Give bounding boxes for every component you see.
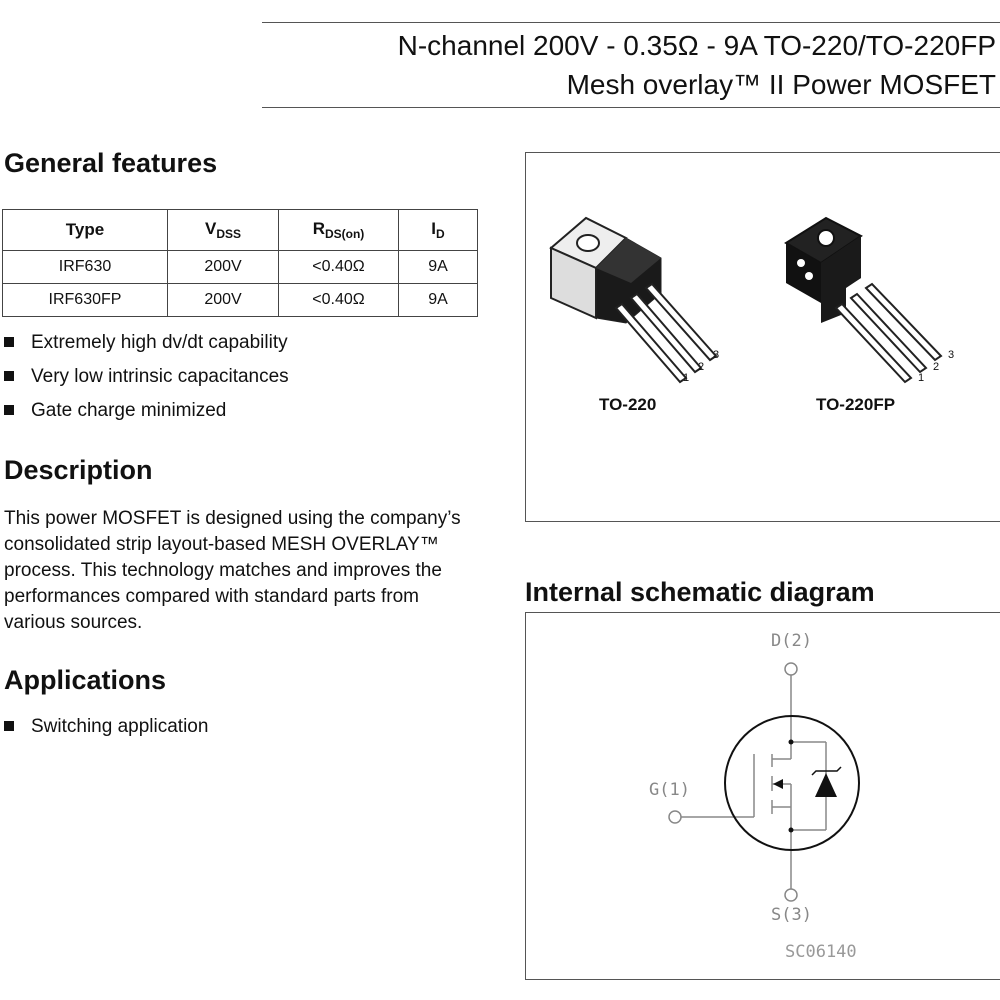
pin-1-label: 1 [683,372,690,384]
cell: IRF630FP [2,283,168,317]
pin-1-label: 1 [918,372,925,384]
schematic-box: D(2) G(1) S(3) SC06140 [525,612,1000,980]
general-features-heading: General features [4,148,218,178]
cell: IRF630 [2,250,168,284]
feature-bullet: Gate charge minimized [4,400,226,422]
to220fp-label: TO-220FP [816,395,896,414]
cell: 9A [398,283,478,317]
feature-bullet: Very low intrinsic capacitances [4,366,289,388]
mosfet-schematic-icon [668,662,860,902]
description-text: This power MOSFET is designed using the … [4,508,461,633]
header-rule-bottom [262,107,1000,108]
header-sub: DS(on) [324,227,365,241]
gate-label: G(1) [649,780,690,800]
title-line-2: Mesh overlay™ II Power MOSFET [566,69,996,100]
header-text: V [204,219,217,238]
source-label: S(3) [771,905,812,925]
bullet-text: Very low intrinsic capacitances [31,366,289,387]
bullet-text: Extremely high dv/dt capability [31,332,288,353]
header-sub: DSS [216,227,242,241]
schematic-heading: Internal schematic diagram [525,577,875,607]
feature-bullet: Extremely high dv/dt capability [4,332,288,354]
header-rdson: RDS(on) [278,209,399,251]
description-heading: Description [4,455,153,485]
title-line-1: N-channel 200V - 0.35Ω - 9A TO-220/TO-22… [397,30,996,61]
bullet-square-icon [4,371,14,381]
pin-3-label: 3 [713,349,720,361]
bullet-square-icon [4,405,14,415]
cell: <0.40Ω [278,250,399,284]
drain-label: D(2) [771,631,812,651]
features-table: Type VDSS RDS(on) ID IRF630 200V <0.40Ω … [2,209,478,317]
pin-3-label: 3 [948,349,955,361]
bullet-text: Gate charge minimized [31,400,227,421]
bullet-square-icon [4,721,14,731]
header-text: R [312,219,325,238]
header-rule-top [262,22,1000,23]
header-vdss: VDSS [167,209,279,251]
header-sub: D [436,227,445,241]
packages-box: 1 2 3 TO-220 1 2 3 TO-220FP [525,152,1000,522]
cell: 200V [167,250,279,284]
header-type: Type [2,209,168,251]
header-id: ID [398,209,478,251]
application-bullet: Switching application [4,716,208,738]
schematic-code: SC06140 [785,942,857,962]
to220-label: TO-220 [599,395,657,414]
table-row: IRF630FP 200V <0.40Ω 9A [2,283,478,317]
cell: 9A [398,250,478,284]
cell: <0.40Ω [278,283,399,317]
to220fp-package-icon [784,216,943,384]
header-text: I [431,219,437,238]
pin-2-label: 2 [933,361,940,373]
applications-heading: Applications [4,665,167,695]
bullet-square-icon [4,337,14,347]
to220-package-icon [549,216,718,384]
pin-2-label: 2 [698,361,705,373]
cell: 200V [167,283,279,317]
header-text: Type [65,220,105,239]
bullet-text: Switching application [31,716,209,737]
table-row: IRF630 200V <0.40Ω 9A [2,250,478,284]
table-header-row: Type VDSS RDS(on) ID [2,209,478,251]
